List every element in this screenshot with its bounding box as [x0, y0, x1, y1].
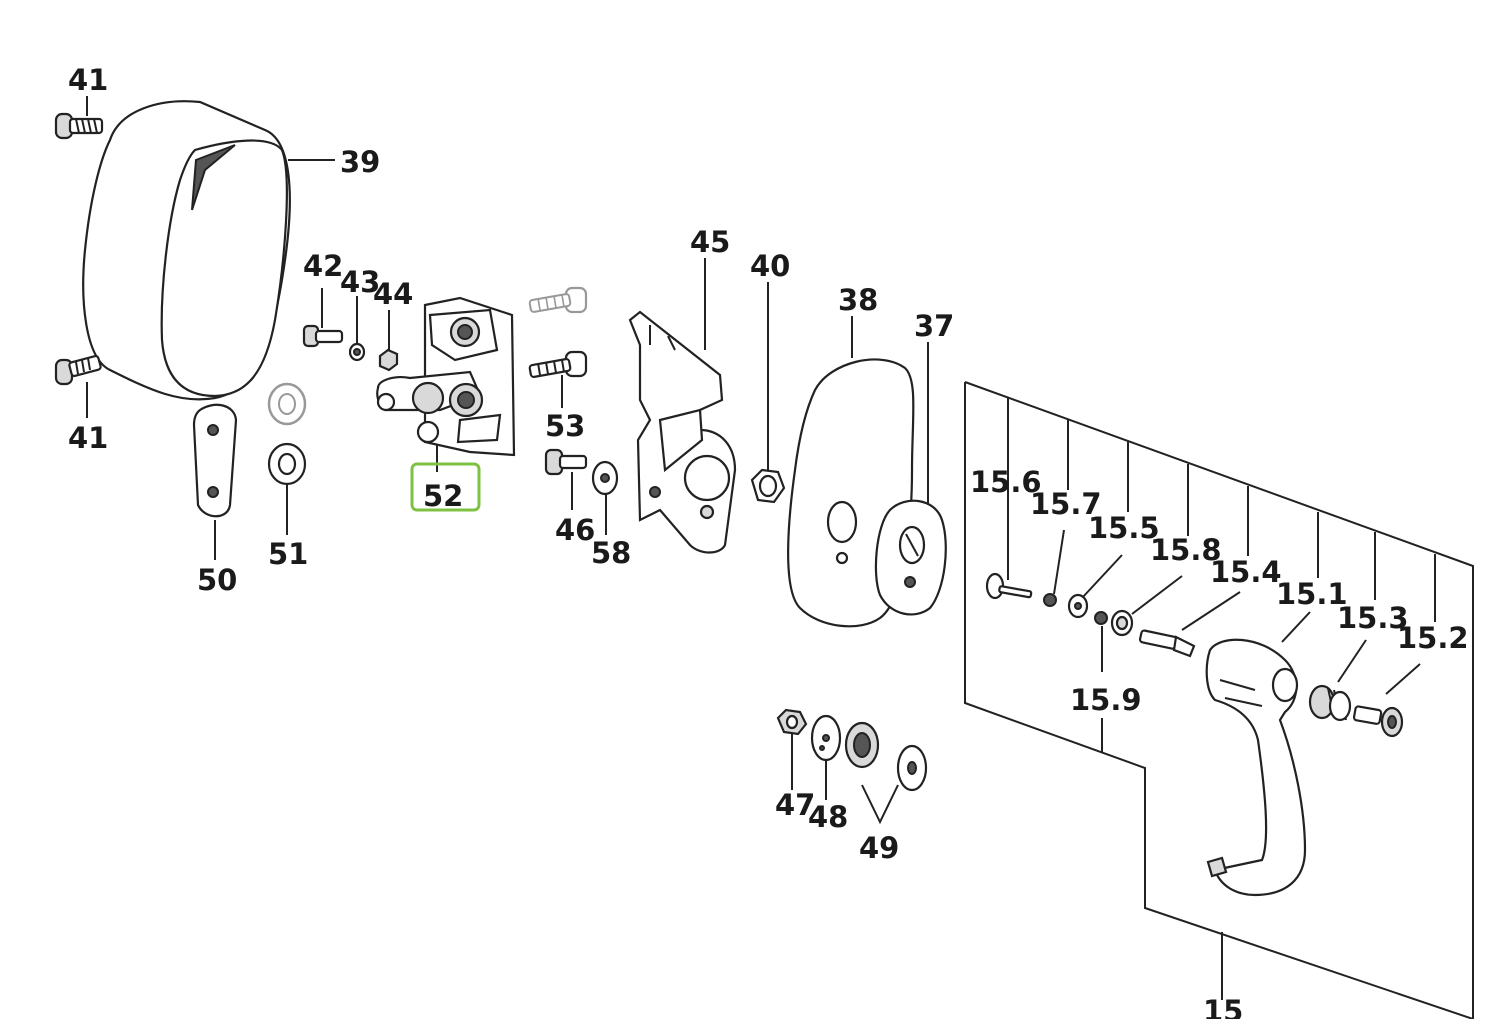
part-52-latch — [376, 296, 516, 457]
part-15-2-bushing — [1352, 705, 1404, 738]
label-15-6: 15.6 — [970, 465, 1042, 499]
label-15-9: 15.9 — [1070, 683, 1142, 717]
label-53: 53 — [545, 409, 585, 443]
part-44-nut — [378, 348, 399, 372]
label-40: 40 — [750, 249, 790, 283]
part-15-9-nut — [1094, 611, 1108, 625]
label-15-3: 15.3 — [1337, 601, 1409, 635]
part-15-4-spindle — [1138, 629, 1196, 658]
leader-15-8 — [1131, 464, 1189, 615]
label-39: 39 — [340, 145, 380, 179]
leader-15-2 — [1385, 554, 1436, 695]
part-53-screw-top — [528, 286, 588, 314]
label-45: 45 — [690, 225, 730, 259]
label-43: 43 — [340, 265, 380, 299]
label-15-4: 15.4 — [1210, 555, 1282, 589]
label-15-2: 15.2 — [1397, 621, 1469, 655]
part-37-escutcheon — [874, 499, 947, 616]
label-51: 51 — [268, 537, 308, 571]
leader-15-5 — [1081, 442, 1129, 599]
part-15-5-washer — [1067, 593, 1089, 619]
label-38: 38 — [838, 283, 878, 317]
label-15-8: 15.8 — [1150, 533, 1222, 567]
leader-15-4 — [1181, 486, 1249, 631]
part-46-bolt — [544, 448, 588, 476]
part-43-washer — [348, 342, 366, 362]
label-52: 52 — [423, 479, 463, 513]
highlight-box-52 — [410, 462, 481, 512]
part-15-1-handle — [1205, 638, 1307, 897]
label-41-bottom: 41 — [68, 421, 108, 455]
part-51-washers — [267, 382, 307, 486]
leader-15-1 — [1281, 512, 1319, 643]
part-48-disc — [810, 714, 842, 762]
label-15-5: 15.5 — [1088, 511, 1160, 545]
part-15-7-nut — [1043, 593, 1057, 607]
label-15: 15 — [1203, 994, 1243, 1019]
label-42: 42 — [303, 249, 343, 283]
part-41-screw-bottom — [54, 354, 102, 386]
part-49-bearing — [844, 721, 928, 792]
label-41-top: 41 — [68, 63, 108, 97]
label-44: 44 — [373, 277, 413, 311]
leader-15-3 — [1337, 532, 1376, 683]
label-37: 37 — [914, 309, 954, 343]
part-15-3-spring — [1308, 684, 1352, 722]
label-46: 46 — [555, 513, 595, 547]
part-40-nut — [750, 468, 786, 504]
label-50: 50 — [197, 563, 237, 597]
callout-labels: 41 39 41 42 43 44 52 53 46 58 50 51 45 4… — [68, 63, 1469, 1019]
label-15-7: 15.7 — [1030, 487, 1102, 521]
leader-15-7 — [1053, 420, 1069, 595]
label-58: 58 — [591, 536, 631, 570]
part-50-plate — [192, 403, 238, 518]
label-48: 48 — [808, 800, 848, 834]
assembly-15-frame — [964, 381, 1474, 1019]
part-15-6-pin — [985, 572, 1033, 600]
part-42-bolt — [302, 324, 344, 348]
label-47: 47 — [775, 788, 815, 822]
part-15-8-washer — [1110, 609, 1134, 637]
part-53-screw-bottom — [528, 350, 588, 379]
label-49: 49 — [859, 831, 899, 865]
part-58-washer — [591, 460, 619, 496]
part-45-bracket — [628, 310, 737, 554]
part-39-housing — [82, 100, 291, 401]
label-15-1: 15.1 — [1276, 577, 1348, 611]
part-41-screw-top — [54, 112, 104, 140]
part-47-nut — [776, 708, 808, 736]
leader-49 — [861, 784, 899, 825]
